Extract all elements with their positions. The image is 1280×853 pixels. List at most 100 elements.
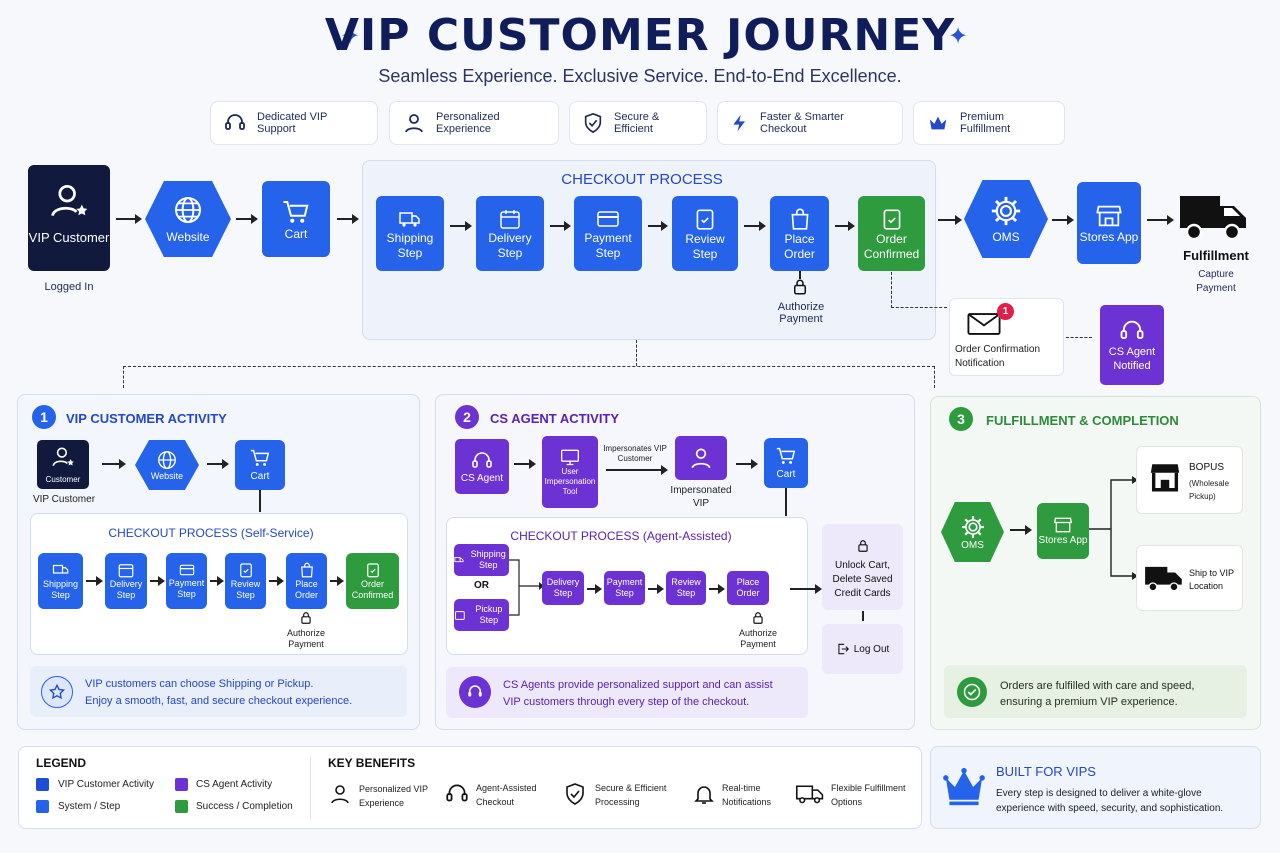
arrow <box>1010 525 1032 535</box>
impersonates-label: Impersonates VIP Customer <box>603 444 667 463</box>
impersonated-label: Impersonated VIP <box>670 485 732 509</box>
section-number: 1 <box>32 405 56 429</box>
dashed-connector <box>891 272 892 308</box>
vip-note <box>30 666 407 717</box>
built-for-vips-panel <box>930 746 1261 829</box>
legend-swatch <box>36 800 49 813</box>
arrow <box>330 576 344 586</box>
clipboard-check-icon <box>696 209 714 230</box>
credit-card-icon <box>597 210 619 227</box>
user-star-icon <box>52 447 74 466</box>
authorize-payment-label: Authorize Payment <box>286 628 326 649</box>
headset-icon <box>472 452 492 468</box>
payment-step: Payment Step <box>604 571 645 605</box>
pill-personalized: Personalized Experience <box>389 101 559 145</box>
arrow <box>648 221 668 231</box>
arrow <box>86 576 103 586</box>
review-step: Review Step <box>672 196 738 271</box>
legend-swatch <box>175 800 188 813</box>
lock-icon <box>301 612 311 624</box>
delivery-step: Delivery Step <box>105 553 147 609</box>
arrow <box>450 221 472 231</box>
cart-icon <box>776 447 796 464</box>
page-subtitle: Seamless Experience. Exclusive Service. … <box>378 66 902 86</box>
checkout-title: CHECKOUT PROCESS <box>561 171 723 188</box>
store-icon <box>1150 464 1180 492</box>
note-line: CS Agents provide personalized support a… <box>503 679 773 691</box>
lightning-icon <box>733 114 745 132</box>
benefit-item: Agent-Assisted Checkout <box>476 783 537 807</box>
review-step: Review Step <box>666 571 706 605</box>
impersonated-vip-node <box>675 436 727 480</box>
place-order-step: Place Order <box>770 196 829 271</box>
built-text: Every step is designed to deliver a whit… <box>996 788 1202 799</box>
legend-benefits-panel <box>18 746 922 829</box>
pill-vip-support: Dedicated VIP Support <box>210 101 378 145</box>
shipping-step: Shipping Step <box>376 196 444 271</box>
benefit-item: Flexible Fulfillment Options <box>831 783 906 807</box>
crown-icon <box>929 116 947 130</box>
place-order-step: Place Order <box>286 553 327 609</box>
star-icon <box>41 676 73 708</box>
clipboard-check-icon <box>883 209 900 230</box>
delivery-truck-icon <box>1145 566 1182 592</box>
connector <box>799 271 801 279</box>
sparkle-icon: ✦ <box>340 23 361 50</box>
calendar-icon <box>500 209 520 229</box>
order-confirmed-step: Order Confirmed <box>346 553 399 609</box>
dashed-connector <box>123 366 935 367</box>
note-line: Orders are fulfilled with care and speed… <box>1000 680 1195 692</box>
logout-card: Log Out <box>822 624 903 674</box>
arrow <box>102 459 126 469</box>
connector <box>862 611 864 621</box>
ship-label: Ship to VIP Location <box>1189 568 1234 591</box>
payment-step: Payment Step <box>574 196 642 271</box>
bopus-label: BOPUS <box>1189 462 1225 473</box>
stores-app-node: Stores App <box>1077 182 1141 264</box>
customer-label: VIP Customer <box>32 494 96 505</box>
order-confirmed-step: Order Confirmed <box>858 196 925 271</box>
unlock-cart-card: Unlock Cart, Delete Saved Credit Cards <box>822 524 903 610</box>
monitor-icon <box>561 449 579 466</box>
arrow <box>550 221 571 231</box>
legend-swatch <box>36 778 49 791</box>
bell-icon <box>694 786 714 804</box>
truck-icon <box>796 785 824 804</box>
vip-customer-node: VIP Customer <box>28 165 110 271</box>
legend-title: LEGEND <box>36 756 87 770</box>
truck-icon <box>399 211 420 227</box>
shipping-step: Shipping Step <box>38 553 83 609</box>
envelope-icon <box>967 313 1001 335</box>
arrow <box>938 215 962 225</box>
calendar-icon <box>118 564 134 578</box>
fulfillment-note <box>944 665 1247 718</box>
divider <box>310 756 311 820</box>
website-node: Website <box>135 440 199 490</box>
arrow <box>236 214 258 224</box>
split-connector <box>1089 476 1138 580</box>
pill-fulfillment: Premium Fulfillment <box>913 101 1065 145</box>
benefit-item: Personalized VIP Experience <box>359 784 428 808</box>
clipboard-check-icon <box>366 563 379 578</box>
authorize-payment-label: Authorize Payment <box>777 301 825 325</box>
authorize-payment-label: Authorize Payment <box>738 628 778 649</box>
logout-icon <box>838 643 849 655</box>
gear-icon <box>991 196 1021 226</box>
connector <box>785 488 787 516</box>
arrow <box>150 576 165 586</box>
arrow <box>606 465 668 475</box>
arrow <box>790 584 822 594</box>
merge-connector <box>509 559 543 616</box>
arrow <box>210 576 224 586</box>
gear-icon <box>961 515 984 538</box>
dashed-connector <box>123 366 124 388</box>
review-step: Review Step <box>225 553 266 609</box>
note-line: VIP customers can choose Shipping or Pic… <box>85 678 314 690</box>
cart-icon <box>250 449 270 466</box>
arrow <box>116 214 142 224</box>
arrow <box>736 459 758 469</box>
impersonation-tool-node: User Impersonation Tool <box>542 436 598 508</box>
user-icon <box>331 785 349 804</box>
headset-icon <box>1120 320 1144 339</box>
lock-icon <box>753 612 763 624</box>
